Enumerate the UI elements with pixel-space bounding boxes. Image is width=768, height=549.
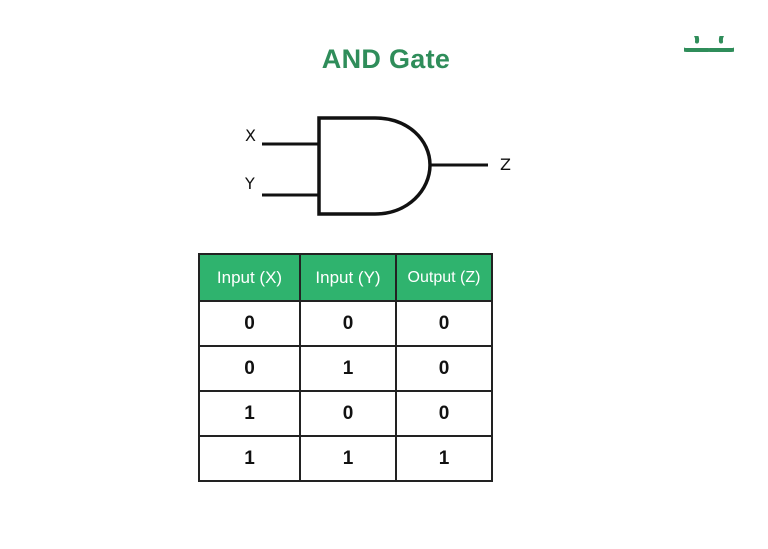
input-y-label: Y [244,174,255,193]
header-output-z: Output (Z) [395,253,493,302]
truth-table-header: Input (X) Input (Y) Output (Z) [198,253,493,302]
table-row: 1 1 1 [198,435,493,482]
table-cell: 1 [299,435,397,482]
table-cell: 1 [299,345,397,392]
table-cell: 0 [198,345,301,392]
truth-table: Input (X) Input (Y) Output (Z) 0 0 0 0 1… [198,253,493,482]
and-gate-symbol [317,116,432,216]
page-title: AND Gate [321,44,451,74]
table-cell: 0 [395,345,493,392]
table-row: 0 0 0 [198,300,493,347]
table-cell: 0 [198,300,301,347]
table-row: 0 1 0 [198,345,493,392]
table-cell: 1 [198,435,301,482]
table-cell: 1 [395,435,493,482]
table-cell: 0 [299,300,397,347]
input-x-label: X [245,126,256,145]
table-cell: 0 [395,390,493,437]
table-row: 1 0 0 [198,390,493,437]
output-z-label: Z [500,155,511,174]
header-input-x: Input (X) [198,253,301,302]
header-input-y: Input (Y) [299,253,397,302]
table-cell: 1 [198,390,301,437]
table-cell: 0 [299,390,397,437]
table-cell: 0 [395,300,493,347]
